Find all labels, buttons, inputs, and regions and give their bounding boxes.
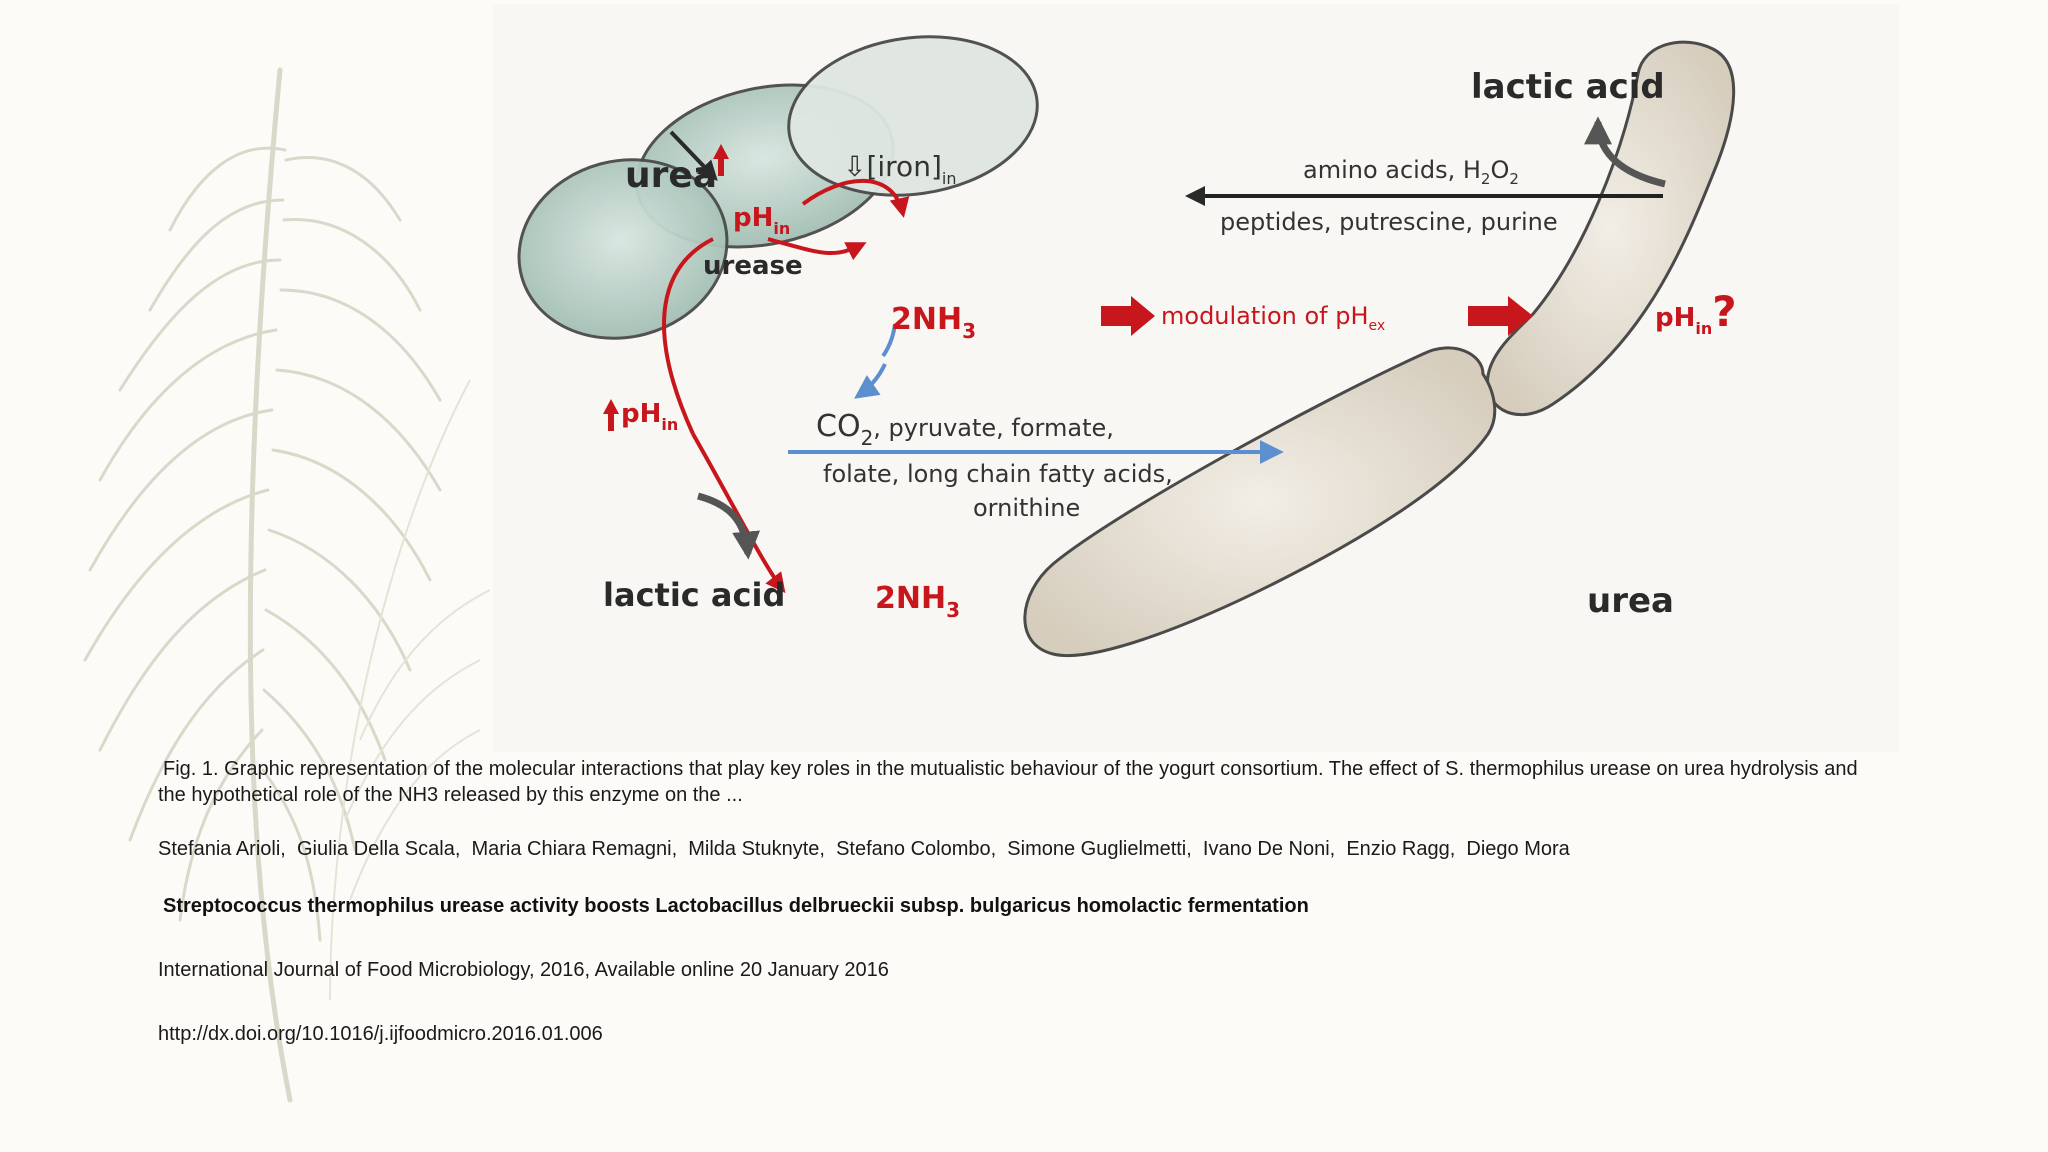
blue-arrows (788, 323, 1284, 464)
paper-title: Streptococcus thermophilus urease activi… (163, 895, 1309, 917)
rod-bacteria (1023, 40, 1736, 658)
ph-in-right-label: pHin? (1655, 287, 1737, 338)
lactic-acid-bottom-label: lactic acid (603, 576, 785, 614)
urea-arrow (669, 130, 718, 181)
folate-label: folate, long chain fatty acids, (823, 460, 1173, 488)
cocci-chain (517, 35, 1039, 340)
author-list: Stefania Arioli, Giulia Della Scala, Mar… (158, 838, 1570, 860)
red-block-arrows (603, 144, 1533, 431)
urea-bottom-label: urea (1587, 581, 1674, 621)
modulation-label: modulation of pHex (1161, 302, 1385, 334)
ph-in-left-label: pHin (621, 399, 678, 434)
ph-in-top-label: pHin (733, 203, 790, 238)
iron-label: ⇩[iron]in (843, 150, 956, 188)
fern-decoration (83, 67, 491, 1103)
journal-reference: International Journal of Food Microbiolo… (158, 959, 889, 981)
peptides-label: peptides, putrescine, purine (1220, 208, 1558, 236)
ornithine-label: ornithine (973, 494, 1080, 522)
nh3-mid-label: 2NH3 (891, 302, 976, 343)
lactic-acid-top-label: lactic acid (1471, 67, 1665, 107)
co2-label: CO2, pyruvate, formate, (816, 409, 1114, 450)
mechanism-diagram: urea urease pHin ⇩[iron]in lactic acid a… (517, 35, 1737, 658)
figure-caption: Fig. 1. Graphic representation of the mo… (158, 758, 1858, 806)
urease-label: urease (703, 251, 803, 281)
nh3-bottom-label: 2NH3 (875, 581, 960, 622)
lactic-acid-arrows (697, 116, 1666, 560)
amino-acids-label: amino acids, H2O2 (1303, 156, 1519, 188)
urea-top-label: urea (625, 155, 717, 196)
doi-link[interactable]: http://dx.doi.org/10.1016/j.ijfoodmicro.… (158, 1023, 603, 1045)
figure-panel: urea urease pHin ⇩[iron]in lactic acid a… (493, 4, 1899, 752)
